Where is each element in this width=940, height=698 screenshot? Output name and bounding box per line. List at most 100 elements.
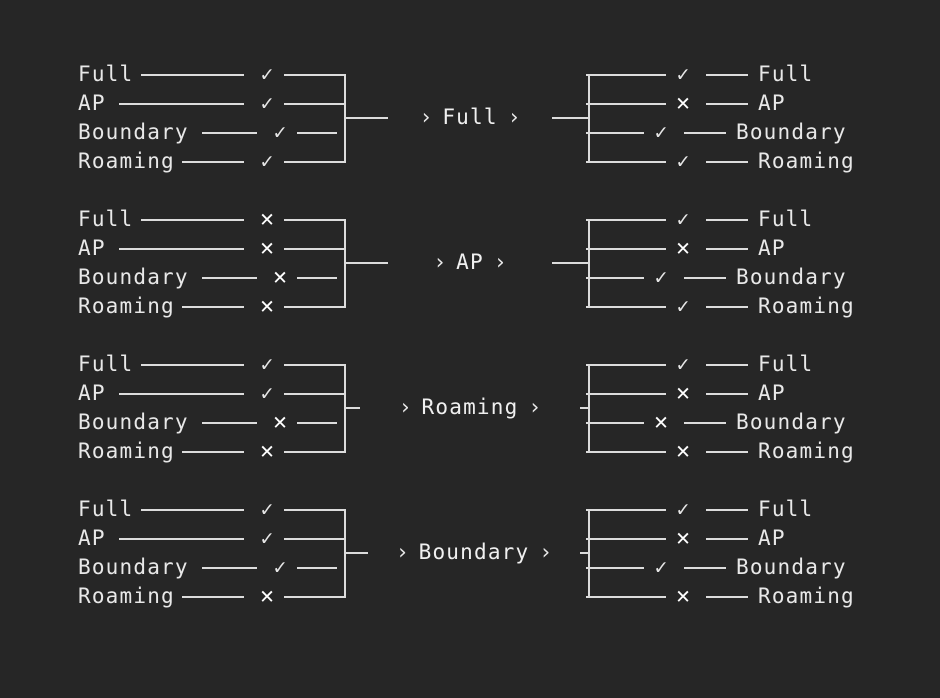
cross-icon: ✕ <box>260 583 274 609</box>
output-state-row: ✓Full <box>586 495 886 524</box>
arrow-head-icon: › <box>398 395 412 419</box>
input-condition-label: Boundary <box>78 555 189 579</box>
output-states-column: ✓Full✕AP✓Boundary✕Roaming <box>586 495 886 625</box>
check-icon: ✓ <box>260 497 274 521</box>
check-icon: ✓ <box>654 120 668 144</box>
transition-trunk-in <box>344 552 368 554</box>
transition-trunk-out <box>580 552 588 554</box>
output-state-label: Roaming <box>758 584 855 608</box>
resulting-state-node[interactable]: ›Full› <box>388 103 552 132</box>
connector-line <box>141 73 244 76</box>
input-condition-row: Roaming✕ <box>78 437 346 466</box>
bracket-stub <box>586 305 666 308</box>
transition-trunk-out <box>552 262 588 264</box>
input-condition-row: AP✓ <box>78 89 346 118</box>
resulting-state-node[interactable]: ›AP› <box>388 248 552 277</box>
bracket-stub <box>586 595 666 598</box>
connector-line <box>684 566 726 569</box>
output-state-row: ✓Roaming <box>586 147 886 176</box>
connector-line <box>141 218 244 221</box>
check-icon: ✓ <box>676 207 690 231</box>
bracket-stub <box>586 160 666 163</box>
bracket-stub <box>586 247 666 250</box>
input-condition-label: Full <box>78 497 134 521</box>
connector-line <box>684 131 726 134</box>
bracket-stub <box>284 595 346 598</box>
connector-line <box>202 421 257 424</box>
check-icon: ✓ <box>654 555 668 579</box>
output-state-row: ✓Boundary <box>586 118 886 147</box>
connector-line <box>202 131 257 134</box>
transition-trunk-out <box>552 117 588 119</box>
input-condition-label: Roaming <box>78 439 175 463</box>
connector-line <box>706 450 748 453</box>
bracket-stub <box>586 102 666 105</box>
input-condition-label: Roaming <box>78 294 175 318</box>
chevron-right-icon: › <box>528 395 542 419</box>
bracket-stub <box>586 566 644 569</box>
output-state-label: Roaming <box>758 439 855 463</box>
connector-line <box>182 305 244 308</box>
resulting-state-label: Full <box>442 105 498 129</box>
check-icon: ✓ <box>273 555 287 579</box>
cross-icon: ✕ <box>260 235 274 261</box>
resulting-state-label: AP <box>456 250 484 274</box>
check-icon: ✓ <box>260 62 274 86</box>
transition-group: Full✓AP✓Boundary✓Roaming✕›Boundary›✓Full… <box>0 495 940 625</box>
connector-line <box>706 595 748 598</box>
connector-line <box>706 102 748 105</box>
bracket-stub <box>297 131 337 134</box>
arrow-head-icon: › <box>419 105 433 129</box>
connector-line <box>684 276 726 279</box>
output-state-row: ✕AP <box>586 234 886 263</box>
bracket-stub <box>586 363 666 366</box>
bracket-stub <box>284 218 346 221</box>
bracket-stub <box>297 421 337 424</box>
input-condition-row: Roaming✕ <box>78 582 346 611</box>
arrow-head-icon: › <box>395 540 409 564</box>
bracket-stub <box>586 537 666 540</box>
cross-icon: ✕ <box>273 264 287 290</box>
transition-group: Full✓AP✓Boundary✓Roaming✓›Full›✓Full✕AP✓… <box>0 60 940 190</box>
output-state-row: ✕AP <box>586 379 886 408</box>
input-condition-row: Full✓ <box>78 350 346 379</box>
output-state-label: Full <box>758 352 814 376</box>
connector-line <box>119 537 244 540</box>
input-condition-label: AP <box>78 526 106 550</box>
output-state-row: ✓Full <box>586 350 886 379</box>
connector-line <box>182 450 244 453</box>
output-state-row: ✕Roaming <box>586 582 886 611</box>
output-state-row: ✓Full <box>586 60 886 89</box>
bracket-stub <box>284 392 346 395</box>
input-condition-row: Full✓ <box>78 60 346 89</box>
connector-line <box>706 392 748 395</box>
output-state-row: ✕Roaming <box>586 437 886 466</box>
connector-line <box>202 276 257 279</box>
check-icon: ✓ <box>676 294 690 318</box>
transition-trunk-in <box>344 262 388 264</box>
bracket-spine-right <box>588 219 590 306</box>
input-condition-label: AP <box>78 381 106 405</box>
bracket-stub <box>284 508 346 511</box>
output-states-column: ✓Full✕AP✓Boundary✓Roaming <box>586 60 886 190</box>
connector-line <box>202 566 257 569</box>
output-state-row: ✓Full <box>586 205 886 234</box>
bracket-stub <box>586 131 644 134</box>
check-icon: ✓ <box>676 149 690 173</box>
cross-icon: ✕ <box>273 409 287 435</box>
cross-icon: ✕ <box>260 293 274 319</box>
chevron-right-icon: › <box>493 250 507 274</box>
input-condition-row: Full✕ <box>78 205 346 234</box>
connector-line <box>684 421 726 424</box>
resulting-state-node[interactable]: ›Roaming› <box>360 393 580 422</box>
cross-icon: ✕ <box>676 525 690 551</box>
output-state-label: Full <box>758 62 814 86</box>
input-condition-label: Full <box>78 352 134 376</box>
bracket-stub <box>284 305 346 308</box>
connector-line <box>706 73 748 76</box>
resulting-state-node[interactable]: ›Boundary› <box>368 538 580 567</box>
output-state-label: AP <box>758 236 786 260</box>
bracket-stub <box>284 247 346 250</box>
bracket-stub <box>297 276 337 279</box>
bracket-stub <box>586 73 666 76</box>
